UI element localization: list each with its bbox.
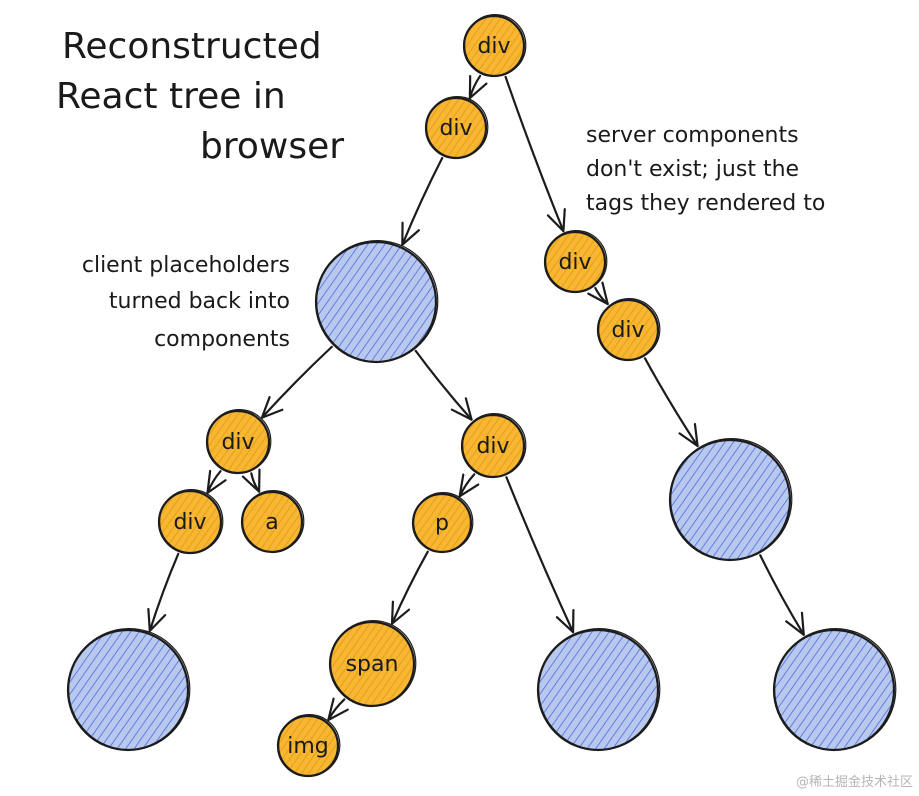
node-sketch-outline [330, 620, 417, 707]
node-label: div [439, 116, 472, 141]
arrowhead [587, 281, 609, 306]
node-label: div [221, 430, 254, 455]
component-node-client-comp-1 [314, 240, 439, 364]
element-node-p-node: p [411, 492, 474, 554]
node-sketch-outline [545, 230, 608, 293]
edge-div-left-child-to-leaf-comp-1 [147, 552, 180, 632]
title-line-3: browser [200, 126, 344, 167]
edge-p-node-to-span-node [390, 550, 429, 625]
arrowhead [206, 469, 227, 494]
client-note-line-2: turned back into [109, 289, 290, 314]
client-note-line-1: client placeholders [82, 253, 290, 278]
watermark: @稀土掘金技术社区 [796, 774, 913, 790]
node-sketch-outline [278, 714, 341, 777]
element-node-span-node: span [328, 620, 417, 708]
element-node-div-right-2: div [596, 298, 661, 362]
edge-line [504, 75, 565, 233]
element-node-a-node: a [240, 490, 305, 554]
component-node-leaf-comp-1 [66, 628, 191, 752]
node-sketch-outline [426, 95, 489, 159]
client-note-line-3: components [154, 327, 290, 352]
edge-line [505, 476, 575, 634]
node-label: div [477, 34, 510, 59]
edge-root-div-to-div-a [468, 74, 488, 100]
arrowhead [241, 468, 261, 493]
node-sketch-outline [598, 298, 661, 361]
element-node-div-left: div [205, 409, 272, 475]
arrowhead [260, 396, 284, 419]
server-note-line-2: don't exist; just the [586, 157, 799, 182]
node-label: div [558, 250, 591, 275]
edge-span-node-to-img-node [327, 697, 349, 722]
edge-line [759, 554, 805, 636]
component-node-leaf-comp-3 [772, 628, 897, 752]
node-sketch-outline [242, 490, 305, 553]
nodes-layer: div div div div div div div a p span img [66, 14, 897, 778]
element-node-div-left-child: div [157, 489, 224, 555]
edge-div-left-to-div-left-child [206, 469, 227, 494]
edge-root-div-to-div-right-1 [504, 75, 566, 233]
arrowhead [147, 607, 167, 632]
node-label: div [611, 318, 644, 343]
edge-div-right-1-to-div-right-2 [587, 281, 609, 306]
element-node-div-mid: div [460, 413, 527, 479]
node-sketch-outline [67, 628, 191, 751]
edge-client-comp-2-to-leaf-comp-3 [759, 554, 805, 636]
edge-line [643, 357, 699, 448]
title-line-1: Reconstructed [62, 26, 322, 67]
edges-layer [147, 74, 805, 722]
arrowhead [678, 423, 699, 448]
edge-div-a-to-client-comp-1 [401, 156, 444, 246]
edge-line [390, 550, 429, 625]
node-label: div [173, 510, 206, 535]
node-sketch-outline [774, 628, 897, 751]
element-node-img-node: img [276, 714, 341, 778]
node-label: span [346, 652, 399, 677]
component-node-leaf-comp-2 [536, 628, 661, 752]
element-node-root-div: div [462, 14, 527, 78]
arrowhead [785, 611, 805, 636]
edge-div-right-2-to-client-comp-2 [643, 357, 699, 448]
edge-client-comp-1-to-div-left [260, 345, 333, 419]
edge-client-comp-1-to-div-mid [414, 349, 473, 421]
diagram-title: Reconstructed React tree in browser [56, 26, 344, 167]
node-sketch-outline [158, 489, 224, 554]
node-sketch-outline [538, 628, 661, 751]
client-placeholders-note: client placeholders turned back into com… [82, 253, 290, 352]
arrowhead [327, 697, 349, 722]
arrowhead [468, 74, 488, 100]
arrowhead [458, 473, 480, 498]
arrowhead [401, 221, 420, 246]
node-sketch-outline [464, 14, 527, 77]
edge-line [148, 552, 180, 632]
edge-div-mid-to-p-node [458, 473, 480, 498]
edge-line [414, 349, 473, 421]
component-node-client-comp-2 [668, 438, 793, 562]
edge-div-left-to-a-node [241, 468, 261, 493]
node-sketch-outline [462, 413, 527, 478]
node-label: p [435, 511, 449, 536]
node-sketch-outline [316, 240, 439, 363]
arrowhead [555, 609, 575, 634]
edge-line [401, 156, 444, 246]
node-sketch-outline [206, 409, 272, 474]
node-sketch-outline [413, 492, 474, 553]
title-line-2: React tree in [56, 76, 286, 117]
arrowhead [390, 600, 411, 625]
server-note-line-1: server components [586, 123, 799, 148]
element-node-div-a: div [424, 95, 489, 160]
node-label: a [265, 510, 278, 535]
edge-line [260, 345, 333, 419]
server-components-note: server components don't exist; just the … [586, 123, 825, 216]
node-label: div [476, 434, 509, 459]
server-note-line-3: tags they rendered to [586, 191, 825, 216]
element-node-div-right-1: div [543, 230, 608, 294]
arrowhead [546, 208, 566, 233]
node-sketch-outline [670, 438, 793, 561]
edge-div-mid-to-leaf-comp-2 [505, 476, 575, 634]
node-label: img [287, 734, 329, 759]
arrowhead [450, 397, 473, 421]
